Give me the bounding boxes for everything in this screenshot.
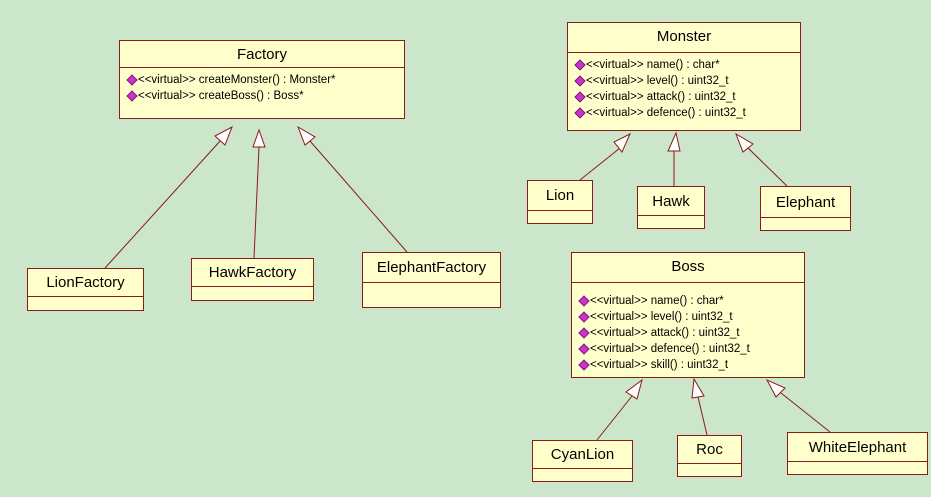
operation: <<virtual>> level() : uint32_t bbox=[574, 73, 800, 89]
public-operation-icon bbox=[578, 343, 590, 355]
class-lion[interactable]: Lion bbox=[527, 180, 593, 224]
elephantfactory-inherits-factory bbox=[309, 140, 408, 253]
class-hawk[interactable]: Hawk bbox=[637, 186, 705, 229]
class-name: Elephant bbox=[761, 187, 850, 218]
public-operation-icon bbox=[126, 90, 138, 102]
class-name: LionFactory bbox=[28, 269, 143, 297]
operation: <<virtual>> name() : char* bbox=[578, 293, 804, 309]
hawkfactory-inherits-factory bbox=[253, 146, 260, 259]
whiteelephant-inherits-boss bbox=[780, 392, 831, 433]
cyanlion-inherits-boss bbox=[596, 395, 633, 441]
inheritance-arrow bbox=[613, 132, 632, 153]
class-roc[interactable]: Roc bbox=[677, 435, 742, 477]
lion-inherits-monster bbox=[579, 147, 621, 181]
operation: <<virtual>> level() : uint32_t bbox=[578, 309, 804, 325]
operations-list: <<virtual>> name() : char* <<virtual>> l… bbox=[568, 53, 800, 121]
class-monster[interactable]: Monster <<virtual>> name() : char* <<vir… bbox=[567, 22, 801, 131]
class-cyanlion[interactable]: CyanLion bbox=[532, 440, 633, 482]
class-name: Lion bbox=[528, 181, 592, 211]
class-name: HawkFactory bbox=[192, 259, 313, 287]
operation: <<virtual>> defence() : uint32_t bbox=[578, 341, 804, 357]
operation: <<virtual>> attack() : uint32_t bbox=[574, 89, 800, 105]
class-name: Monster bbox=[568, 23, 800, 53]
public-operation-icon bbox=[574, 59, 586, 71]
inheritance-arrow bbox=[735, 132, 754, 153]
lionfactory-inherits-factory bbox=[104, 139, 222, 269]
public-operation-icon bbox=[578, 311, 590, 323]
public-operation-icon bbox=[574, 107, 586, 119]
class-name: Boss bbox=[572, 253, 804, 283]
class-name: Hawk bbox=[638, 187, 704, 216]
class-elephant[interactable]: Elephant bbox=[760, 186, 851, 231]
class-name: ElephantFactory bbox=[363, 253, 500, 283]
public-operation-icon bbox=[578, 359, 590, 371]
operation: <<virtual>> createBoss() : Boss* bbox=[126, 88, 404, 104]
elephant-inherits-monster bbox=[747, 147, 788, 187]
class-boss[interactable]: Boss <<virtual>> name() : char* <<virtua… bbox=[571, 252, 805, 378]
roc-inherits-boss bbox=[697, 396, 708, 436]
public-operation-icon bbox=[126, 74, 138, 86]
inheritance-arrow bbox=[765, 378, 786, 398]
operations-list: <<virtual>> createMonster() : Monster* <… bbox=[120, 68, 404, 104]
operation: <<virtual>> createMonster() : Monster* bbox=[126, 72, 404, 88]
operations-list: <<virtual>> name() : char* <<virtual>> l… bbox=[572, 283, 804, 373]
inheritance-arrow bbox=[691, 377, 705, 399]
class-lionfactory[interactable]: LionFactory bbox=[27, 268, 144, 311]
inheritance-arrow bbox=[252, 128, 266, 148]
class-factory[interactable]: Factory <<virtual>> createMonster() : Mo… bbox=[119, 40, 405, 119]
operation: <<virtual>> name() : char* bbox=[574, 57, 800, 73]
inheritance-arrow bbox=[625, 378, 643, 400]
class-name: Factory bbox=[120, 41, 404, 68]
class-name: Roc bbox=[678, 436, 741, 464]
operation: <<virtual>> skill() : uint32_t bbox=[578, 357, 804, 373]
class-elephantfactory[interactable]: ElephantFactory bbox=[362, 252, 501, 308]
class-name: WhiteElephant bbox=[788, 433, 927, 462]
inheritance-arrow bbox=[667, 131, 681, 152]
inheritance-arrow bbox=[297, 125, 316, 146]
class-whiteelephant[interactable]: WhiteElephant bbox=[787, 432, 928, 475]
class-hawkfactory[interactable]: HawkFactory bbox=[191, 258, 314, 301]
operation: <<virtual>> defence() : uint32_t bbox=[574, 105, 800, 121]
operation: <<virtual>> attack() : uint32_t bbox=[578, 325, 804, 341]
public-operation-icon bbox=[578, 327, 590, 339]
inheritance-arrow bbox=[214, 125, 233, 146]
public-operation-icon bbox=[578, 295, 590, 307]
class-name: CyanLion bbox=[533, 441, 632, 469]
public-operation-icon bbox=[574, 91, 586, 103]
public-operation-icon bbox=[574, 75, 586, 87]
